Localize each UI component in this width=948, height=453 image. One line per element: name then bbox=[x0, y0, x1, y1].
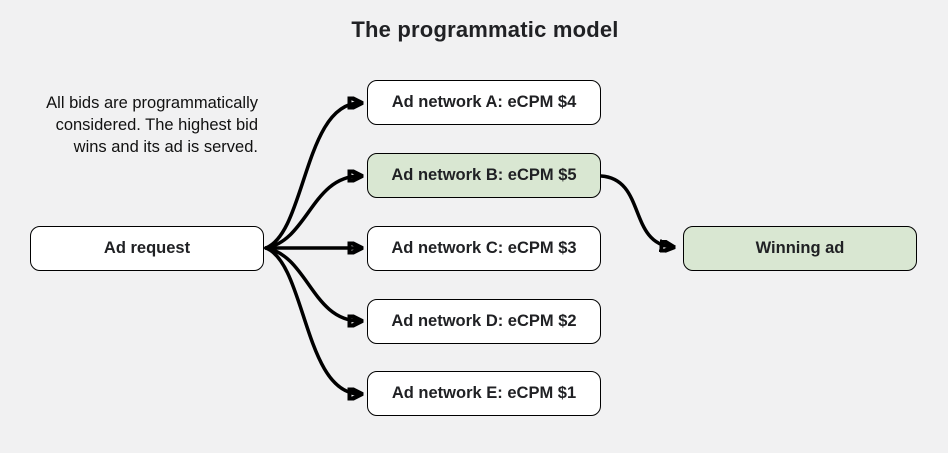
node-ad-request: Ad request bbox=[30, 226, 264, 271]
node-ad-network-a: Ad network A: eCPM $4 bbox=[367, 80, 601, 125]
description-line-3: wins and its ad is served. bbox=[73, 138, 258, 156]
description-line-2: considered. The highest bid bbox=[55, 116, 258, 134]
node-ad-network-c: Ad network C: eCPM $3 bbox=[367, 226, 601, 271]
node-ad-request-label: Ad request bbox=[103, 239, 191, 257]
node-winning-ad-label: Winning ad bbox=[755, 239, 845, 257]
arrow-ad-request-to-network-a bbox=[264, 103, 360, 250]
node-ad-network-c-label: Ad network C: eCPM $3 bbox=[391, 239, 577, 257]
arrow-ad-request-to-network-b bbox=[264, 176, 360, 250]
diagram-description: All bids are programmatically considered… bbox=[0, 92, 258, 158]
node-ad-network-b: Ad network B: eCPM $5 bbox=[367, 153, 601, 198]
node-ad-network-d-label: Ad network D: eCPM $2 bbox=[391, 312, 577, 330]
description-line-1: All bids are programmatically bbox=[46, 94, 258, 112]
node-ad-network-d: Ad network D: eCPM $2 bbox=[367, 299, 601, 344]
node-ad-network-b-label: Ad network B: eCPM $5 bbox=[391, 166, 577, 184]
node-ad-network-e: Ad network E: eCPM $1 bbox=[367, 371, 601, 416]
node-ad-network-e-label: Ad network E: eCPM $1 bbox=[391, 384, 577, 402]
diagram-title: The programmatic model bbox=[351, 17, 619, 42]
node-winning-ad: Winning ad bbox=[683, 226, 917, 271]
arrow-network-b-to-winning-ad bbox=[599, 174, 672, 247]
arrow-ad-request-to-network-d bbox=[264, 246, 360, 321]
node-ad-network-a-label: Ad network A: eCPM $4 bbox=[391, 93, 577, 111]
arrow-ad-request-to-network-e bbox=[264, 246, 360, 394]
